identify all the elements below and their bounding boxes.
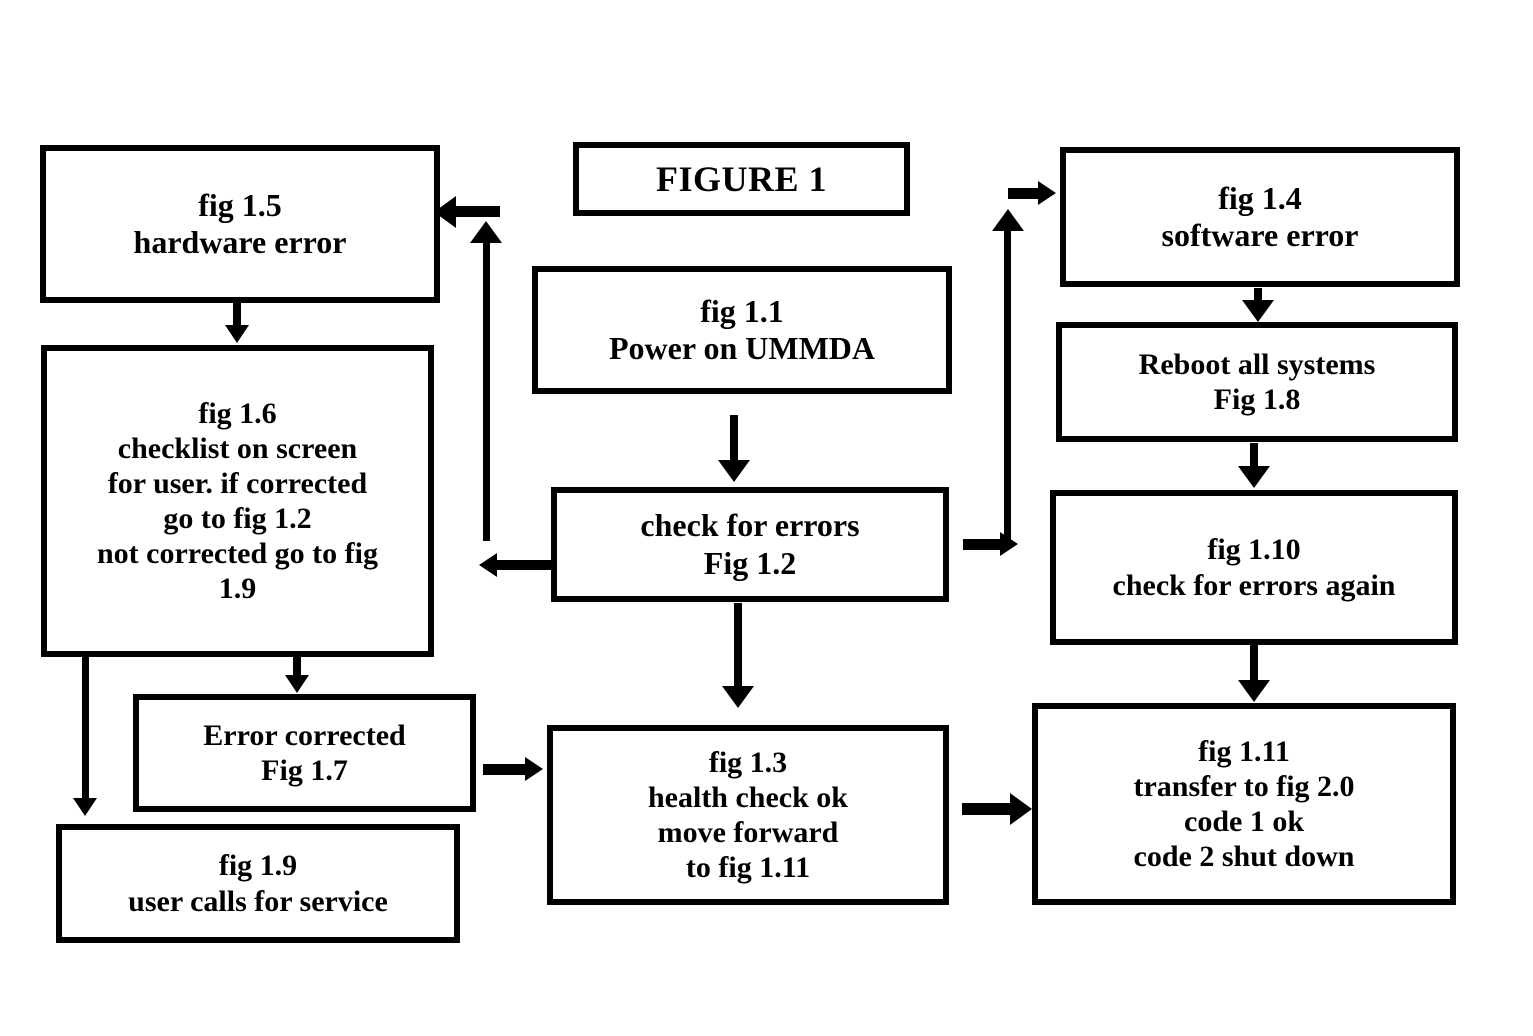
arrowhead-right-icon [525, 757, 543, 781]
node-fig-1-9[interactable]: fig 1.9 user calls for service [56, 824, 460, 943]
arrowhead-down-icon [1238, 680, 1270, 702]
node-fig-1-5-label: fig 1.5 hardware error [133, 186, 347, 260]
arrowhead-left-icon [479, 553, 497, 577]
node-fig-1-1[interactable]: fig 1.1 Power on UMMDA [532, 266, 952, 394]
arrowhead-up-icon [470, 221, 502, 243]
node-fig-1-6[interactable]: fig 1.6 checklist on screen for user. if… [41, 345, 434, 657]
arrowhead-right-icon [1038, 181, 1056, 205]
node-fig-1-6-label: fig 1.6 checklist on screen for user. if… [96, 396, 378, 606]
arrowhead-down-icon [285, 675, 309, 693]
node-fig-1-2[interactable]: check for errors Fig 1.2 [551, 487, 949, 602]
node-fig-1-8[interactable]: Reboot all systems Fig 1.8 [1056, 322, 1458, 442]
node-fig-1-8-label: Reboot all systems Fig 1.8 [1138, 347, 1376, 416]
node-fig-1-11[interactable]: fig 1.11 transfer to fig 2.0 code 1 ok c… [1032, 703, 1456, 905]
node-fig-1-9-label: fig 1.9 user calls for service [128, 849, 388, 918]
arrowhead-down-icon [1238, 466, 1270, 488]
figure-title-box: FIGURE 1 [573, 142, 910, 216]
arrowhead-up-icon [992, 209, 1024, 231]
node-fig-1-2-label: check for errors Fig 1.2 [640, 507, 860, 581]
node-fig-1-4[interactable]: fig 1.4 software error [1060, 147, 1460, 287]
arrowhead-down-icon [73, 798, 97, 816]
node-fig-1-5[interactable]: fig 1.5 hardware error [40, 145, 440, 303]
node-fig-1-11-label: fig 1.11 transfer to fig 2.0 code 1 ok c… [1133, 734, 1355, 874]
node-fig-1-3[interactable]: fig 1.3 health check ok move forward to … [547, 725, 949, 905]
arrowhead-right-icon [1010, 793, 1032, 825]
node-fig-1-10[interactable]: fig 1.10 check for errors again [1050, 490, 1458, 645]
node-fig-1-7-label: Error corrected Fig 1.7 [203, 718, 406, 787]
arrowhead-down-icon [718, 460, 750, 482]
node-fig-1-4-label: fig 1.4 software error [1161, 179, 1359, 253]
figure-title-text: FIGURE 1 [655, 158, 827, 199]
arrowhead-down-icon [722, 686, 754, 708]
arrowhead-down-icon [225, 325, 249, 343]
arrowhead-down-icon [1242, 300, 1274, 322]
node-fig-1-1-label: fig 1.1 Power on UMMDA [608, 292, 875, 366]
node-fig-1-7[interactable]: Error corrected Fig 1.7 [133, 694, 476, 812]
node-fig-1-10-label: fig 1.10 check for errors again [1112, 533, 1396, 602]
node-fig-1-3-label: fig 1.3 health check ok move forward to … [647, 745, 848, 885]
